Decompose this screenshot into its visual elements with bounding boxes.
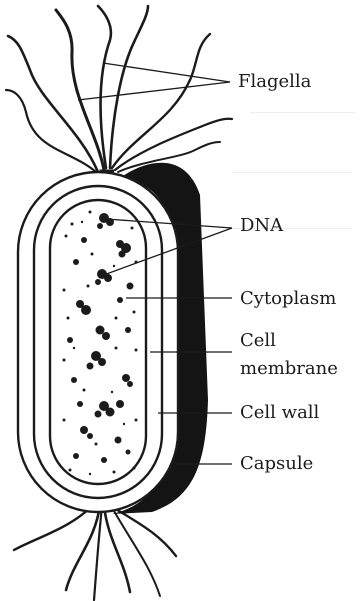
label-flagella: Flagella	[238, 71, 311, 93]
label-cell-membrane-line1: Cell	[240, 330, 276, 352]
label-dna: DNA	[240, 215, 283, 237]
flagella-top	[6, 6, 232, 180]
label-cytoplasm: Cytoplasm	[240, 288, 336, 310]
label-cell-wall: Cell wall	[240, 402, 319, 424]
label-cell-membrane-line2: membrane	[240, 358, 338, 380]
label-capsule: Capsule	[240, 453, 313, 475]
cell-membrane-outline	[50, 200, 146, 484]
